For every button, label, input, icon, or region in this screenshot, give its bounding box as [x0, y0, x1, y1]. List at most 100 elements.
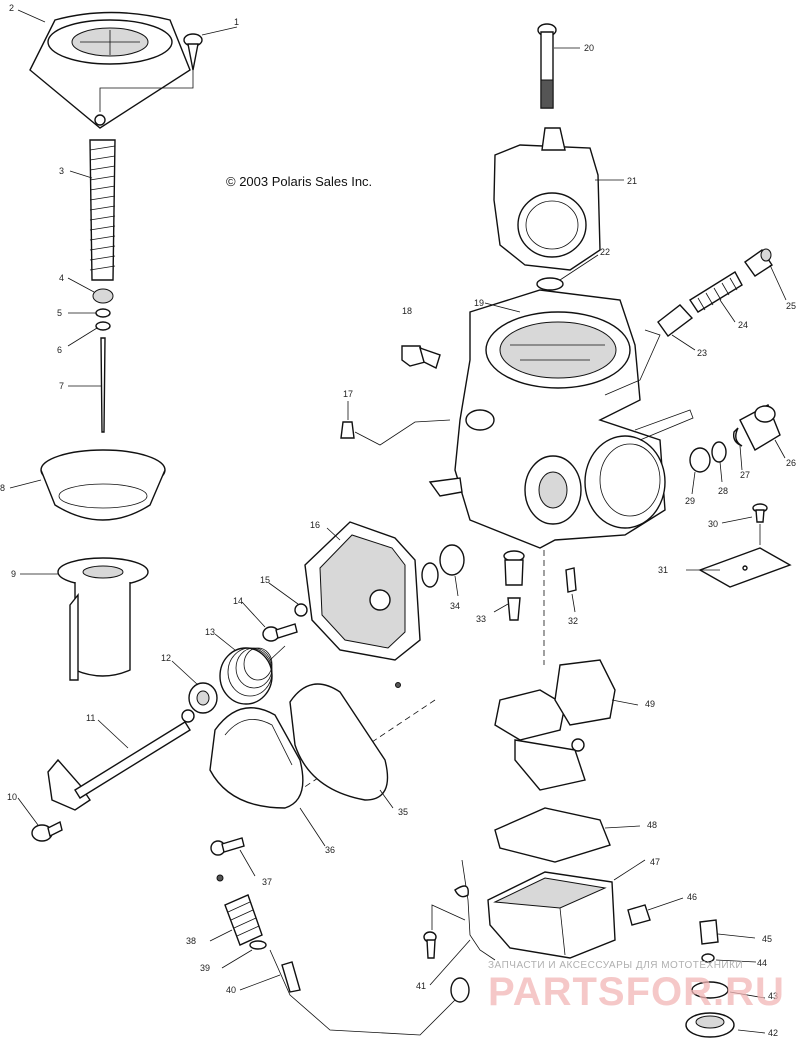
cap-26-part — [739, 404, 781, 451]
callout-8: 8 — [0, 483, 5, 493]
return-spring-part — [219, 645, 286, 705]
callout-41: 41 — [416, 981, 426, 991]
callout-28: 28 — [718, 486, 728, 496]
callout-21: 21 — [627, 176, 637, 186]
spring-38-part — [216, 874, 263, 946]
plug-46-part — [627, 904, 651, 926]
cover-36-part — [209, 707, 304, 809]
callout-1: 1 — [234, 17, 239, 27]
drain-plug-42-part — [685, 1012, 735, 1038]
callout-3: 3 — [59, 166, 64, 176]
callout-5: 5 — [57, 308, 62, 318]
callout-25: 25 — [786, 301, 796, 311]
callout-19: 19 — [474, 298, 484, 308]
callout-12: 12 — [161, 653, 171, 663]
part-44 — [701, 953, 715, 963]
callout-38: 38 — [186, 936, 196, 946]
callout-31: 31 — [658, 565, 668, 575]
o-ring-34-part — [439, 544, 465, 576]
carburetor-body-part — [428, 289, 694, 549]
o-ring-15-part — [294, 603, 308, 617]
small-ball-part — [395, 682, 401, 688]
slide-spring-part — [89, 139, 116, 281]
needle-washer-part — [95, 321, 111, 331]
gasket-48-part — [494, 807, 611, 863]
callout-24: 24 — [738, 320, 748, 330]
callout-13: 13 — [205, 627, 215, 637]
watermark-tagline: ЗАПЧАСТИ И АКСЕССУАРЫ ДЛЯ МОТОТЕХНИКИ — [488, 960, 743, 971]
callout-46: 46 — [687, 892, 697, 902]
float-49-part — [494, 659, 616, 791]
callout-45: 45 — [762, 934, 772, 944]
callout-32: 32 — [568, 616, 578, 626]
callout-16: 16 — [310, 520, 320, 530]
callout-7: 7 — [59, 381, 64, 391]
callout-35: 35 — [398, 807, 408, 817]
plug-18-part — [401, 345, 441, 369]
callout-30: 30 — [708, 519, 718, 529]
throttle-slide-part — [57, 557, 149, 681]
copyright-text: © 2003 Polaris Sales Inc. — [226, 174, 372, 189]
screw-37-part — [210, 837, 245, 856]
plate-31-part — [698, 547, 792, 588]
rod-41-part — [454, 859, 496, 961]
watermark: ЗАПЧАСТИ И АКСЕССУАРЫ ДЛЯ МОТОТЕХНИКИ PA… — [488, 960, 785, 1014]
callout-15: 15 — [260, 575, 270, 585]
washer-39-part — [249, 940, 267, 950]
callout-9: 9 — [11, 569, 16, 579]
shaft-screw-part — [31, 820, 63, 842]
cable-40-part — [269, 949, 470, 1036]
callout-39: 39 — [200, 963, 210, 973]
callout-34: 34 — [450, 601, 460, 611]
top-cap-part — [29, 11, 191, 129]
diaphragm-part — [40, 449, 166, 521]
o-ring-22-part — [536, 277, 564, 291]
callout-47: 47 — [650, 857, 660, 867]
callout-17: 17 — [343, 389, 353, 399]
gasket-35-part — [289, 683, 389, 801]
washer-hole — [196, 690, 210, 706]
jet-45-part — [699, 919, 719, 945]
pilot-screw-part — [340, 421, 355, 439]
bracket-21-part — [493, 127, 601, 271]
callout-42: 42 — [768, 1028, 778, 1038]
callout-22: 22 — [600, 247, 610, 257]
callout-48: 48 — [647, 820, 657, 830]
callout-4: 4 — [59, 273, 64, 283]
cover-16-part — [304, 521, 421, 661]
jet-needle-part — [100, 337, 106, 433]
callout-26: 26 — [786, 458, 796, 468]
callout-23: 23 — [697, 348, 707, 358]
callout-6: 6 — [57, 345, 62, 355]
spring-24-part — [689, 271, 743, 313]
callout-10: 10 — [7, 792, 17, 802]
callout-37: 37 — [262, 877, 272, 887]
bowl-47-part — [487, 871, 616, 959]
callout-2: 2 — [9, 3, 14, 13]
callout-20: 20 — [584, 43, 594, 53]
callout-40: 40 — [226, 985, 236, 995]
plunger-23-part — [657, 304, 694, 337]
callout-44: 44 — [757, 958, 767, 968]
throttle-shaft-part — [47, 709, 195, 811]
callout-labels: 1 2 3 4 5 6 7 8 9 10 11 12 13 14 15 16 1… — [0, 3, 796, 1038]
watermark-brand: PARTSFOR.RU — [488, 970, 785, 1014]
callout-29: 29 — [685, 496, 695, 506]
callout-27: 27 — [740, 470, 750, 480]
callout-14: 14 — [233, 596, 243, 606]
screw-14-part — [262, 623, 298, 642]
screw-30-part — [752, 503, 768, 523]
ring-29-part — [689, 447, 711, 473]
ring-29b-part — [421, 562, 439, 588]
callout-33: 33 — [476, 614, 486, 624]
callout-18: 18 — [402, 306, 412, 316]
screw-14-lower-part — [423, 931, 437, 959]
cap-screw-part — [183, 33, 203, 71]
bolt-20-part — [537, 23, 557, 109]
jet-32-part — [565, 567, 577, 593]
clip-27-part — [732, 427, 743, 447]
washer-28-part — [711, 441, 727, 463]
o-ring-43-part — [691, 981, 729, 999]
spring-seat-part — [92, 288, 114, 304]
